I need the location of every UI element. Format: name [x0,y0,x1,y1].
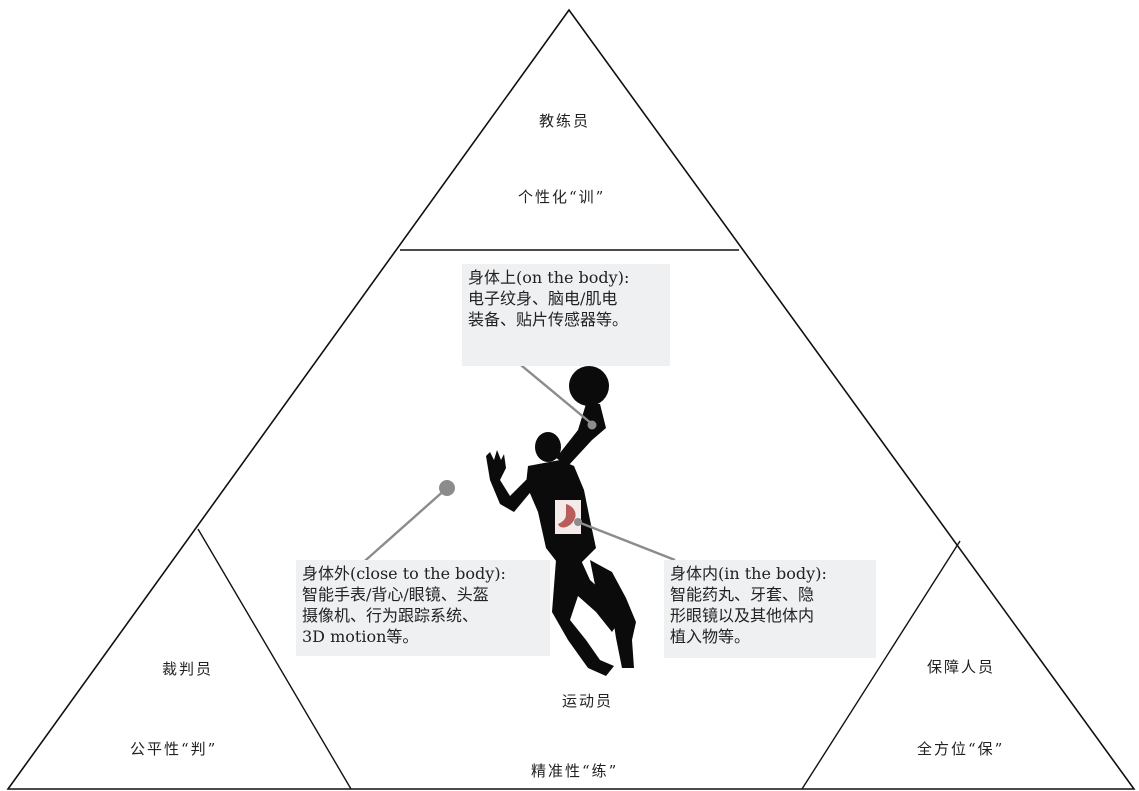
athlete-goal: 精准性“练” [531,762,619,780]
stomach-icon [558,504,576,528]
coach-label: 教练员 [539,112,591,130]
callout-in-body-line: 智能药丸、牙套、隐 [670,585,815,604]
basketball-icon [569,366,609,406]
callout-in-body-line: 植入物等。 [670,627,751,646]
callout-on-body-title: 身体上(on the body): [468,268,630,287]
callout-close-to-body-line: 智能手表/背心/眼镜、头盔 [302,585,489,604]
callout-close-to-body-line: 摄像机、行为跟踪系统、 [302,606,479,625]
callout-on-body-line: 装备、贴片传感器等。 [468,310,629,329]
athlete-label: 运动员 [562,692,614,710]
coach-goal: 个性化“训” [518,188,606,206]
connector-close-body [357,487,448,568]
connector-dot-on-body [587,420,597,430]
right-divider [801,540,961,790]
left-divider [197,528,352,790]
referee-goal: 公平性“判” [130,740,218,758]
connector-on-body [509,355,593,425]
connector-dot-in-body [574,518,582,526]
callout-in-body-line: 形眼镜以及其他体内 [670,606,815,625]
callout-in-body: 身体内(in the body): 智能药丸、牙套、隐 形眼镜以及其他体内 植入… [664,560,876,658]
callout-close-to-body-title: 身体外(close to the body): [302,564,506,583]
connector-in-body [577,520,676,562]
connector-dot-close-body [439,480,455,496]
callout-on-body: 身体上(on the body): 电子纹身、脑电/肌电 装备、贴片传感器等。 [462,264,670,366]
callout-close-to-body-line: 3D motion等。 [302,627,419,646]
referee-label: 裁判员 [162,660,214,678]
callout-close-to-body: 身体外(close to the body): 智能手表/背心/眼镜、头盔 摄像… [296,560,550,656]
support-staff-label: 保障人员 [927,658,996,676]
outer-triangle [6,8,1136,790]
support-staff-goal: 全方位“保” [917,740,1005,758]
callout-in-body-title: 身体内(in the body): [670,564,827,583]
callout-on-body-line: 电子纹身、脑电/肌电 [468,289,618,308]
basketball-player-silhouette [486,366,636,676]
